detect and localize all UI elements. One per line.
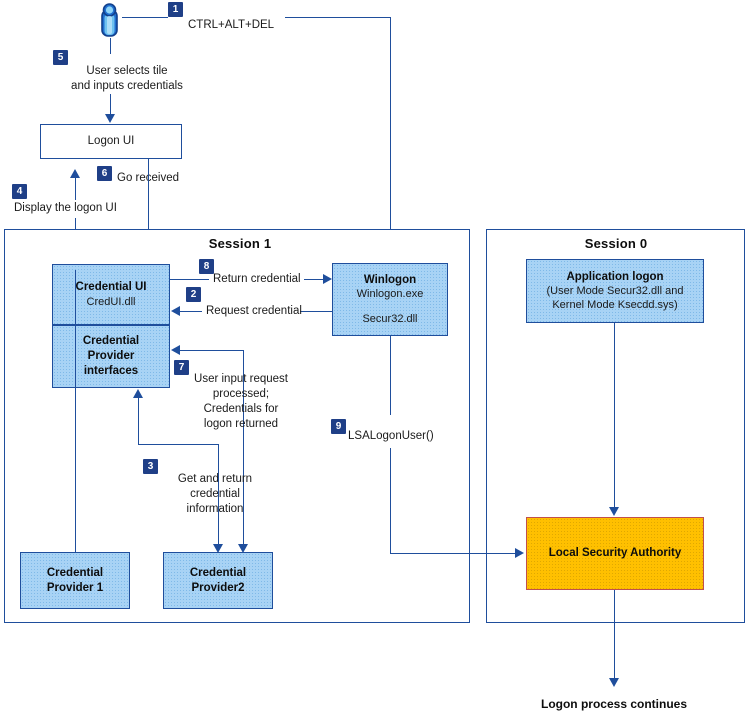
application-logon-to-lsa-line	[614, 323, 615, 508]
step7-line-down-to-cp2	[243, 445, 244, 545]
step3-down-arrowhead	[213, 544, 223, 553]
cpi-line-1: Credential	[82, 335, 140, 348]
step7-down-arrowhead	[238, 544, 248, 553]
step5-line	[110, 38, 111, 54]
step3-arrowhead-up	[133, 389, 143, 398]
step1-label: CTRL+ALT+DEL	[188, 19, 275, 31]
step9-line-horizontal	[390, 553, 517, 554]
step-badge-3: 3	[143, 459, 158, 474]
step4-arrowhead	[70, 169, 80, 178]
step8-arrowhead	[323, 274, 332, 284]
step3-label: Get and return credential information	[177, 473, 253, 515]
session-1-title: Session 1	[208, 236, 272, 251]
node-credential-provider-1[interactable]: Credential Provider 1	[20, 552, 130, 609]
step5-arrowhead	[105, 114, 115, 123]
step6-label: Go received	[117, 172, 180, 184]
winlogon-subtitle: Winlogon.exe	[356, 288, 424, 301]
step7-label: User input request processed; Credential…	[194, 373, 288, 430]
step4-label: Display the logon UI	[14, 202, 117, 214]
step5-line-lower	[110, 94, 111, 115]
step2-arrowhead	[171, 306, 180, 316]
step7-line-horizontal	[180, 350, 244, 351]
step3-line-up	[138, 397, 139, 444]
application-logon-to-lsa-arrowhead	[609, 507, 619, 516]
step7-line-vertical	[243, 350, 244, 445]
user-icon	[97, 2, 123, 38]
step9-label: LSALogonUser()	[348, 430, 434, 442]
step1-line-segment-a	[122, 17, 168, 18]
application-logon-subtitle-1: (User Mode Secur32.dll and	[546, 285, 684, 298]
cpi-line-2: Provider	[87, 350, 135, 363]
step-badge-9: 9	[331, 419, 346, 434]
step1-line-segment-b	[285, 17, 390, 18]
winlogon-title: Winlogon	[363, 273, 417, 286]
step-badge-5: 5	[53, 50, 68, 65]
cp1-line-2: Provider 1	[46, 581, 104, 594]
node-application-logon[interactable]: Application logon (User Mode Secur32.dll…	[526, 259, 704, 323]
step4-line	[75, 178, 76, 200]
cpi-line-3: interfaces	[83, 364, 139, 377]
application-logon-subtitle-2: Kernel Mode Ksecdd.sys)	[552, 299, 678, 312]
session-0-title: Session 0	[584, 236, 648, 251]
footer-label: Logon process continues	[540, 697, 687, 711]
lsa-label: Local Security Authority	[548, 547, 682, 560]
credential-ui-title: Credential UI	[75, 281, 147, 294]
lsa-to-footer-arrowhead	[609, 678, 619, 687]
step9-line-down-2	[390, 448, 391, 553]
node-winlogon[interactable]: Winlogon Winlogon.exe Secur32.dll	[332, 263, 448, 336]
node-credential-provider-2[interactable]: Credential Provider2	[163, 552, 273, 609]
step9-arrowhead	[515, 548, 524, 558]
credential-ui-subtitle: CredUI.dll	[86, 295, 136, 308]
application-logon-title: Application logon	[566, 270, 664, 283]
step-badge-7: 7	[174, 360, 189, 375]
step9-line-down	[390, 336, 391, 415]
step7-arrowhead	[171, 345, 180, 355]
node-credential-provider-interfaces[interactable]: Credential Provider interfaces	[52, 325, 170, 388]
step1-line-down-to-winlogon	[390, 17, 391, 254]
step-badge-2: 2	[186, 287, 201, 302]
node-credential-ui[interactable]: Credential UI CredUI.dll	[52, 264, 170, 325]
step-badge-8: 8	[199, 259, 214, 274]
winlogon-extra: Secur32.dll	[362, 313, 418, 326]
step2-line-left	[180, 311, 202, 312]
step8-line-right	[304, 279, 327, 280]
lsa-to-footer-line	[614, 590, 615, 679]
step3-line-down	[218, 444, 219, 545]
node-local-security-authority[interactable]: Local Security Authority	[526, 517, 704, 590]
step2-label: Request credential	[206, 305, 302, 317]
step-badge-6: 6	[97, 166, 112, 181]
node-logon-ui[interactable]: Logon UI	[40, 124, 182, 159]
cp2-line-1: Credential	[189, 566, 247, 579]
cp1-line-1: Credential	[46, 566, 104, 579]
step-badge-1: 1	[168, 2, 183, 17]
step-badge-4: 4	[12, 184, 27, 199]
step8-label: Return credential	[213, 273, 301, 285]
cp1-to-credential-ui-line	[75, 270, 76, 553]
step5-label: User selects tile and inputs credentials	[71, 65, 183, 92]
cp2-line-2: Provider2	[191, 581, 245, 594]
step8-line-left	[170, 279, 209, 280]
step3-line-horizontal	[138, 444, 218, 445]
step6-line	[148, 159, 149, 254]
logon-ui-label: Logon UI	[87, 135, 135, 148]
step2-line-right	[300, 311, 332, 312]
